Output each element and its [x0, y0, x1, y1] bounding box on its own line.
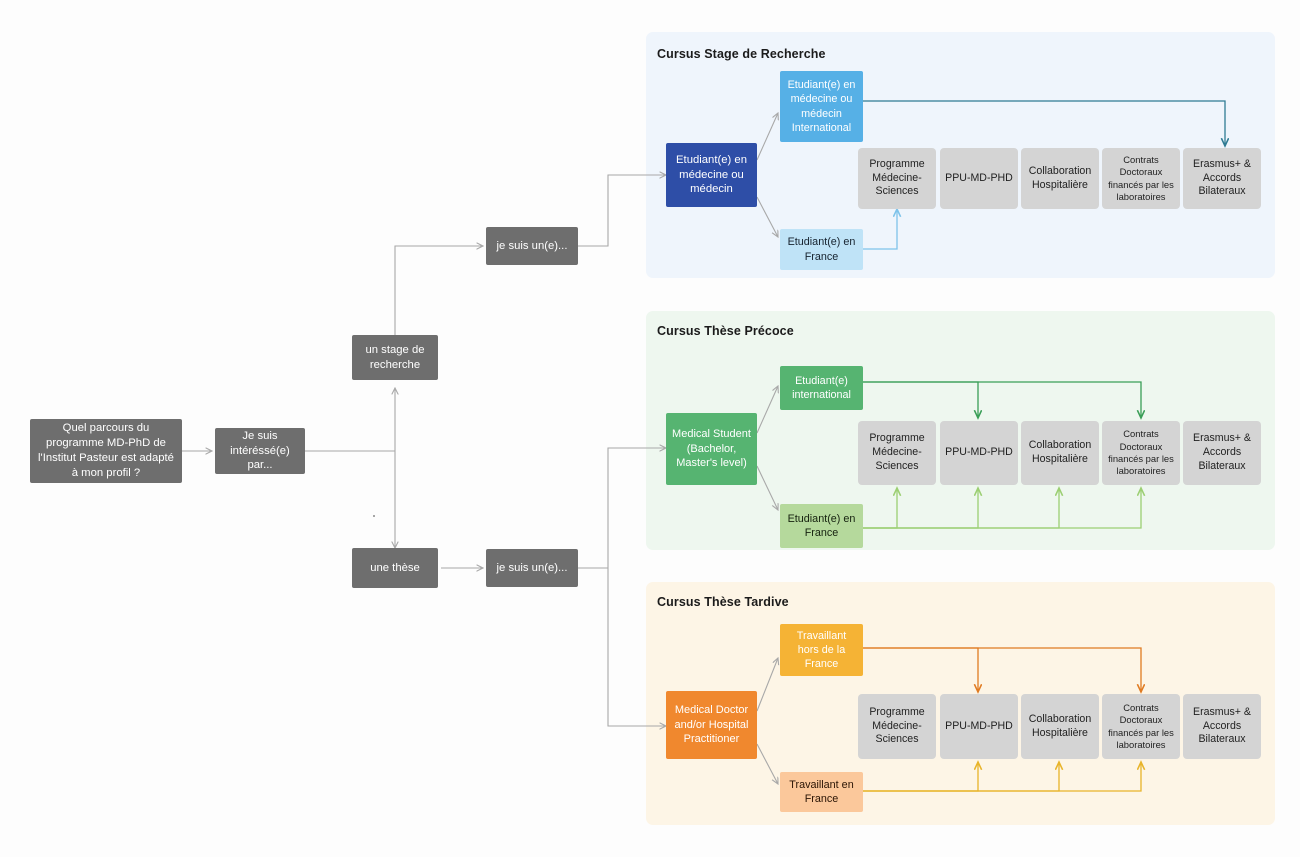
s1-branch-france-text: Etudiant(e) en France: [787, 236, 856, 263]
s2-option-4-label: Erasmus+ & Accords Bilateraux: [1193, 432, 1251, 472]
s2-option-collaboration-hospitaliere[interactable]: Collaboration Hospitalière: [1021, 421, 1099, 485]
s2-branch-international-text: Etudiant(e) international: [792, 374, 851, 401]
who-bottom-node[interactable]: je suis un(e)...: [486, 549, 578, 587]
stray-dot: [373, 515, 375, 517]
s2-option-3-label: Contrats Doctoraux financés par les labo…: [1108, 428, 1174, 477]
s1-option-collaboration-hospitaliere[interactable]: Collaboration Hospitalière: [1021, 148, 1099, 209]
s1-profile-text: Etudiant(e) en médecine ou médecin: [676, 153, 747, 196]
s1-option-3-label: Contrats Doctoraux financés par les labo…: [1108, 153, 1174, 202]
s3-option-0-label: Programme Médecine-Sciences: [869, 705, 925, 746]
s2-branch-international-node[interactable]: Etudiant(e) international: [780, 366, 863, 410]
s3-option-ppu-md-phd[interactable]: PPU-MD-PHD: [940, 694, 1018, 759]
who-top-node[interactable]: je suis un(e)...: [486, 227, 578, 265]
section-title-these-tardive: Cursus Thèse Tardive: [657, 595, 789, 609]
s3-branch-france-text: Travaillant en France: [789, 778, 854, 805]
s2-option-2-label: Collaboration Hospitalière: [1028, 439, 1092, 465]
s1-option-contrats-doctoraux[interactable]: Contrats Doctoraux financés par les labo…: [1102, 148, 1180, 209]
s2-profile-node[interactable]: Medical Student (Bachelor, Master's leve…: [666, 413, 757, 485]
s1-branch-international-text: Etudiant(e) en médecine ou médecin Inter…: [787, 79, 856, 134]
s1-option-programme-medecine-sciences[interactable]: Programme Médecine-Sciences: [858, 148, 936, 209]
s2-option-ppu-md-phd[interactable]: PPU-MD-PHD: [940, 421, 1018, 485]
interest-node[interactable]: Je suis intéréssé(e) par...: [215, 428, 305, 474]
s3-option-programme-medecine-sciences[interactable]: Programme Médecine-Sciences: [858, 694, 936, 759]
s1-option-0-label: Programme Médecine-Sciences: [869, 157, 925, 198]
who-bottom-text: je suis un(e)...: [496, 561, 568, 574]
s3-branch-international-node[interactable]: Travaillant hors de la France: [780, 624, 863, 676]
s1-option-4-label: Erasmus+ & Accords Bilateraux: [1193, 157, 1251, 198]
s1-profile-node[interactable]: Etudiant(e) en médecine ou médecin: [666, 143, 757, 207]
s1-option-erasmus-accords-bilateraux[interactable]: Erasmus+ & Accords Bilateraux: [1183, 148, 1261, 209]
section-title-stage-recherche: Cursus Stage de Recherche: [657, 47, 826, 61]
root-question-text: Quel parcours du programme MD-PhD de l'I…: [38, 422, 174, 479]
s2-option-programme-medecine-sciences[interactable]: Programme Médecine-Sciences: [858, 421, 936, 485]
interest-text: Je suis intéréssé(e) par...: [230, 429, 290, 472]
s3-branch-france-node[interactable]: Travaillant en France: [780, 772, 863, 812]
s3-branch-international-text: Travaillant hors de la France: [796, 629, 847, 671]
s1-option-2-label: Collaboration Hospitalière: [1028, 164, 1092, 191]
s3-option-3-label: Contrats Doctoraux financés par les labo…: [1108, 701, 1174, 750]
s3-option-erasmus-accords-bilateraux[interactable]: Erasmus+ & Accords Bilateraux: [1183, 694, 1261, 759]
s2-option-contrats-doctoraux[interactable]: Contrats Doctoraux financés par les labo…: [1102, 421, 1180, 485]
s1-branch-international-node[interactable]: Etudiant(e) en médecine ou médecin Inter…: [780, 71, 863, 142]
s1-branch-france-node[interactable]: Etudiant(e) en France: [780, 229, 863, 270]
s3-profile-text: Medical Doctor and/or Hospital Practitio…: [674, 704, 749, 746]
s2-option-0-label: Programme Médecine-Sciences: [869, 432, 925, 472]
s2-option-erasmus-accords-bilateraux[interactable]: Erasmus+ & Accords Bilateraux: [1183, 421, 1261, 485]
who-top-text: je suis un(e)...: [496, 239, 568, 252]
section-title-these-precoce: Cursus Thèse Précoce: [657, 324, 794, 338]
s3-option-2-label: Collaboration Hospitalière: [1028, 712, 1092, 739]
s2-branch-france-text: Etudiant(e) en France: [787, 512, 856, 539]
s3-profile-node[interactable]: Medical Doctor and/or Hospital Practitio…: [666, 691, 757, 759]
branch-internship-node[interactable]: un stage de recherche: [352, 335, 438, 380]
s1-option-1-label: PPU-MD-PHD: [945, 171, 1013, 184]
s2-option-1-label: PPU-MD-PHD: [945, 446, 1013, 459]
root-question-node[interactable]: Quel parcours du programme MD-PhD de l'I…: [30, 419, 182, 483]
branch-thesis-node[interactable]: une thèse: [352, 548, 438, 588]
s3-option-collaboration-hospitaliere[interactable]: Collaboration Hospitalière: [1021, 694, 1099, 759]
branch-internship-text: un stage de recherche: [365, 343, 425, 371]
s3-option-1-label: PPU-MD-PHD: [945, 719, 1013, 732]
s1-option-ppu-md-phd[interactable]: PPU-MD-PHD: [940, 148, 1018, 209]
branch-thesis-text: une thèse: [370, 561, 420, 574]
s2-profile-text: Medical Student (Bachelor, Master's leve…: [672, 428, 751, 470]
s2-branch-france-node[interactable]: Etudiant(e) en France: [780, 504, 863, 548]
s3-option-contrats-doctoraux[interactable]: Contrats Doctoraux financés par les labo…: [1102, 694, 1180, 759]
s3-option-4-label: Erasmus+ & Accords Bilateraux: [1193, 705, 1251, 746]
